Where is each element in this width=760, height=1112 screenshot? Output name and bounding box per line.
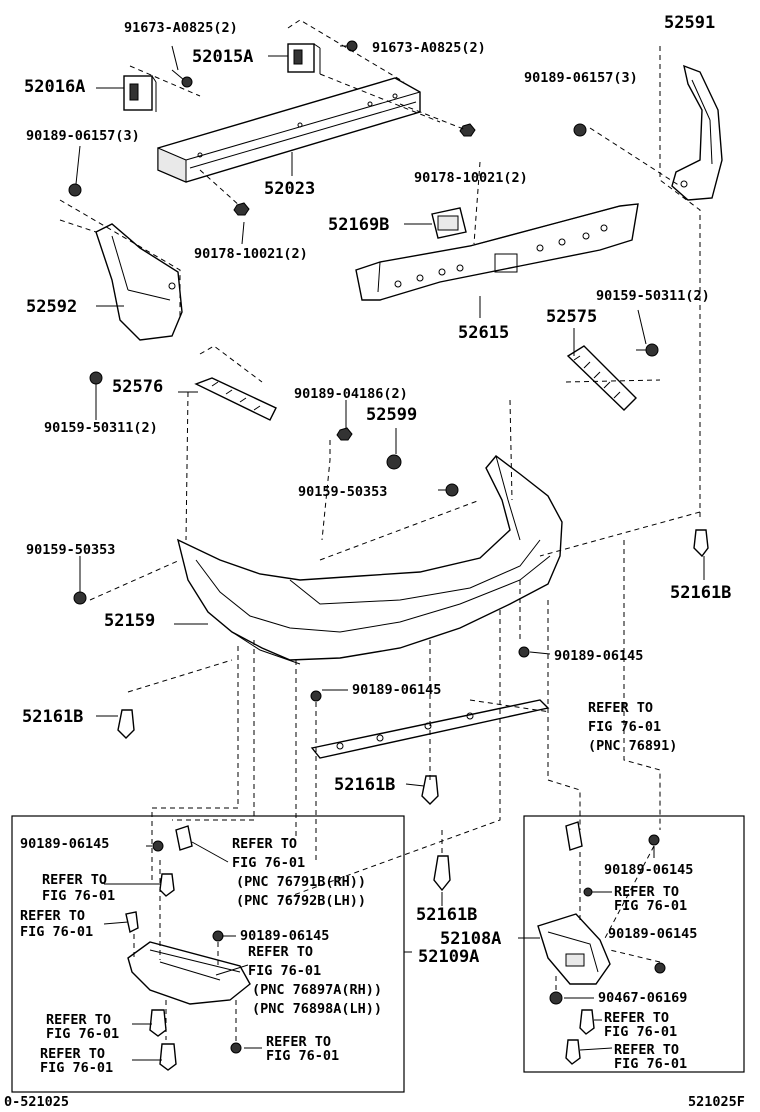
inset-box-right (523, 815, 745, 1073)
clip-52161b-right (693, 529, 709, 558)
energy-absorber-52615 (355, 203, 639, 301)
label-refer-c-line1: REFER TO (46, 1012, 111, 1028)
clip-90189-06145-b (310, 690, 322, 702)
label-91673-a0825-left: 91673-A0825(2) (124, 20, 238, 36)
callout-leaders (75, 45, 705, 953)
label-refer-a-line2: FIG 76-01 (42, 888, 115, 904)
label-refer-76891-line2: FIG 76-01 (588, 719, 661, 735)
label-52159: 52159 (104, 611, 155, 631)
nut-90178-left (233, 202, 250, 216)
bolt-91673-left (171, 69, 193, 88)
retainer-52576 (194, 377, 277, 421)
label-refer-c-line2: FIG 76-01 (46, 1026, 119, 1042)
label-refer-767-line2: FIG 76-01 (232, 855, 305, 871)
label-refer-f-line2: FIG 76-01 (614, 898, 687, 914)
label-52108a: 52108A (440, 929, 501, 949)
inset-box-left (11, 815, 405, 1093)
label-52169b: 52169B (328, 215, 389, 235)
bumper-cover-52159 (176, 455, 563, 665)
clip-52161b-left (117, 709, 135, 739)
label-90189-06145-a: 90189-06145 (554, 648, 643, 664)
label-refer-e-line1: REFER TO (266, 1034, 331, 1050)
label-refer-h-line1: REFER TO (614, 1042, 679, 1058)
label-refer-768-line3: (PNC 76897A(RH)) (252, 982, 382, 998)
label-refer-768-line2: FIG 76-01 (248, 963, 321, 979)
label-52161b-low: 52161B (416, 905, 477, 925)
label-52161b-right: 52161B (670, 583, 731, 603)
label-refer-b-line2: FIG 76-01 (20, 924, 93, 940)
label-52161b-mid: 52161B (334, 775, 395, 795)
label-refer-g-line2: FIG 76-01 (604, 1024, 677, 1040)
screw-90159-50353-left (73, 591, 87, 605)
label-refer-76891-line1: REFER TO (588, 700, 653, 716)
label-refer-b-line1: REFER TO (20, 908, 85, 924)
label-refer-h-line2: FIG 76-01 (614, 1056, 687, 1072)
label-90189-06157-right: 90189-06157(3) (524, 70, 638, 86)
retainer-52575 (565, 345, 661, 411)
assembly-leaders (59, 19, 701, 901)
label-90189-06157-left: 90189-06157(3) (26, 128, 140, 144)
label-52023: 52023 (264, 179, 315, 199)
bracket-52015a (287, 43, 321, 74)
label-90189-06145-e: 90189-06145 (604, 862, 693, 878)
label-90178-10021-right: 90178-10021(2) (414, 170, 528, 186)
clip-52161b-low (433, 855, 451, 892)
footer-right-code: 521025F (688, 1094, 745, 1110)
label-refer-767-line3: (PNC 76791B(RH)) (236, 874, 366, 890)
bolt-90189-06157-left (68, 183, 82, 197)
label-90159-50353-left: 90159-50353 (26, 542, 115, 558)
label-91673-a0825-right: 91673-A0825(2) (372, 40, 486, 56)
label-refer-768-line4: (PNC 76898A(LH)) (252, 1001, 382, 1017)
label-90159-50311-right: 90159-50311(2) (596, 288, 710, 304)
bolt-91673-right (340, 40, 358, 52)
label-refer-g-line1: REFER TO (604, 1010, 669, 1026)
nut-90189-04186 (336, 427, 353, 441)
screw-90159-50353-top (445, 483, 459, 497)
bolt-90189-06157-right (573, 123, 587, 137)
callout-labels: 91673-A0825(2) 52015A 91673-A0825(2) 520… (4, 13, 745, 1110)
bracket-52016a (123, 75, 157, 112)
label-refer-768-line1: REFER TO (248, 944, 313, 960)
label-90178-10021-left: 90178-10021(2) (194, 246, 308, 262)
label-52592: 52592 (26, 297, 77, 317)
footer-left-code: 0-521025 (4, 1094, 69, 1110)
label-52591: 52591 (664, 13, 715, 33)
clip-90189-06145-a (518, 646, 530, 658)
pad-52169b (431, 207, 467, 239)
label-52599: 52599 (366, 405, 417, 425)
side-bracket-52591 (671, 64, 723, 201)
nut-90178-right (459, 123, 476, 137)
label-90189-06145-d: 90189-06145 (240, 928, 329, 944)
side-bracket-52592 (95, 223, 183, 341)
label-52015a: 52015A (192, 47, 253, 67)
label-90467-06169: 90467-06169 (598, 990, 687, 1006)
label-refer-76891-line3: (PNC 76891) (588, 738, 677, 754)
plug-52599 (386, 454, 402, 470)
label-90189-06145-c: 90189-06145 (20, 836, 109, 852)
label-52615: 52615 (458, 323, 509, 343)
label-90159-50353-top: 90159-50353 (298, 484, 387, 500)
label-52161b-left: 52161B (22, 707, 83, 727)
label-refer-e-line2: FIG 76-01 (266, 1048, 339, 1064)
label-refer-767-line1: REFER TO (232, 836, 297, 852)
label-52109a: 52109A (418, 947, 479, 967)
label-refer-d-line2: FIG 76-01 (40, 1060, 113, 1076)
label-90159-50311-left: 90159-50311(2) (44, 420, 158, 436)
label-90189-06145-b: 90189-06145 (352, 682, 441, 698)
screw-90159-50311-right (636, 343, 659, 357)
label-refer-a-line1: REFER TO (42, 872, 107, 888)
label-refer-d-line1: REFER TO (40, 1046, 105, 1062)
label-90189-06145-f: 90189-06145 (608, 926, 697, 942)
label-refer-f-line1: REFER TO (614, 884, 679, 900)
label-52575: 52575 (546, 307, 597, 327)
label-90189-04186: 90189-04186(2) (294, 386, 408, 402)
label-52016a: 52016A (24, 77, 85, 97)
screw-90159-50311-left (89, 371, 103, 385)
reinforcement-beam-52023 (157, 77, 421, 183)
clip-52161b-mid (421, 775, 439, 805)
label-52576: 52576 (112, 377, 163, 397)
label-refer-767-line4: (PNC 76792B(LH)) (236, 893, 366, 909)
